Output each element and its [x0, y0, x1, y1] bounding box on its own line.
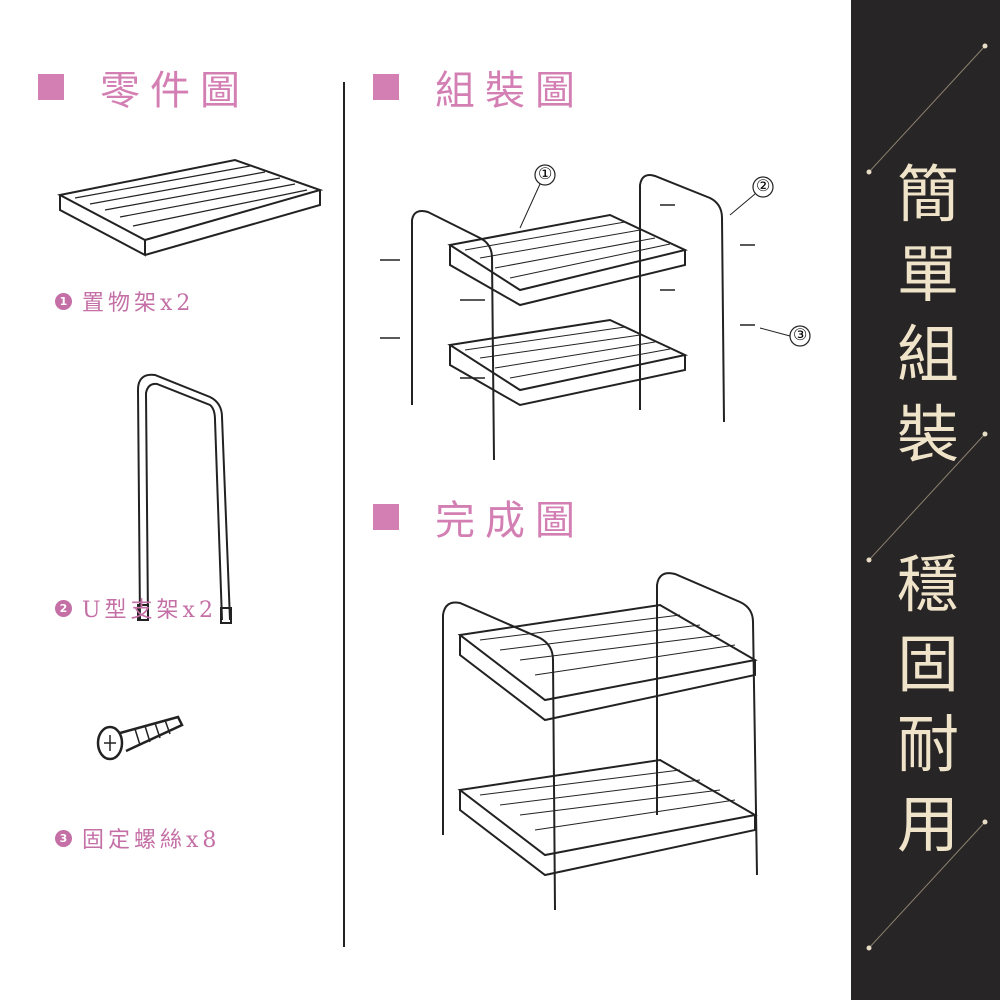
- banner-char: 耐: [896, 708, 959, 781]
- part-number-badge: 1: [55, 292, 72, 310]
- heading-square-icon: [373, 74, 399, 100]
- callout-3: ③: [793, 325, 808, 344]
- decorative-lines: [866, 43, 988, 951]
- finished-rack-illustration: [442, 572, 758, 911]
- part-label-text: 固定螺絲x8: [82, 828, 221, 853]
- banner-char: 組: [896, 318, 959, 391]
- side-banner: 簡單組裝 穩固耐用: [851, 0, 1000, 1000]
- heading-text: 完成圖: [435, 498, 585, 544]
- heading-square-icon: [38, 74, 64, 100]
- part-label-2: 2 U型支架x2: [55, 592, 217, 624]
- callout-1: ①: [538, 164, 553, 183]
- banner-text-bottom: 穩固耐用: [893, 545, 963, 865]
- part-label-text: U型支架x2: [82, 598, 217, 623]
- banner-char: 單: [896, 238, 959, 311]
- part-label-1: 1 置物架x2: [55, 285, 194, 317]
- u-frame-illustration: [136, 373, 232, 624]
- callout-2: ②: [756, 176, 771, 195]
- heading-text: 零件圖: [100, 68, 250, 114]
- banner-char: 簡: [896, 158, 959, 231]
- heading-square-icon: [373, 504, 399, 530]
- assembly-diagram-heading: 組裝圖: [373, 58, 585, 116]
- finished-diagram-heading: 完成圖: [373, 488, 585, 546]
- assembly-illustration: [380, 164, 811, 461]
- part-number-badge: 2: [55, 599, 72, 617]
- part-number-badge: 3: [55, 829, 72, 847]
- banner-char: 固: [896, 628, 959, 701]
- divider: [343, 82, 345, 947]
- parts-diagram-heading: 零件圖: [38, 58, 250, 116]
- screw-icon: [96, 715, 184, 761]
- banner-char: 用: [896, 788, 959, 861]
- banner-text-top: 簡單組裝: [893, 155, 963, 475]
- banner-char: 穩: [896, 548, 959, 621]
- part-label-text: 置物架x2: [82, 291, 195, 316]
- heading-text: 組裝圖: [435, 68, 585, 114]
- shelf-illustration: [57, 158, 324, 257]
- part-label-3: 3 固定螺絲x8: [55, 822, 220, 854]
- banner-char: 裝: [896, 398, 959, 471]
